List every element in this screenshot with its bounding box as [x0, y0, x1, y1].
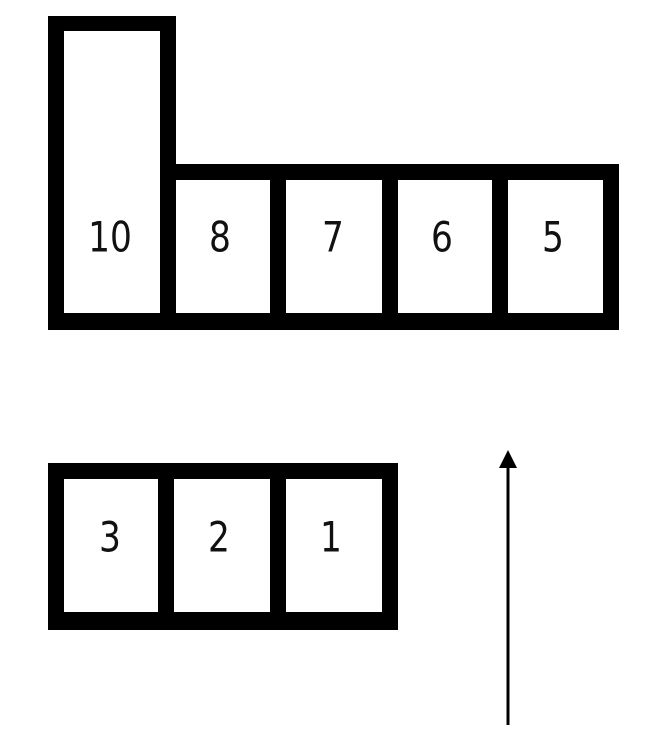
slot-label-6: 6 [431, 213, 453, 262]
slot-label-5: 5 [542, 213, 564, 262]
slot-label-3: 3 [99, 513, 121, 562]
slot-label-2: 2 [208, 513, 230, 562]
slot-label-7: 7 [322, 213, 344, 262]
lower-row-left-wall [48, 463, 64, 630]
tall-slot-left-wall [48, 16, 64, 330]
lower-slot-group: 3 2 1 [48, 463, 398, 630]
slot-label-10: 10 [88, 213, 132, 262]
tall-slot-top-wall [48, 16, 176, 31]
divider-3-2 [158, 463, 174, 630]
upper-row-right-wall [603, 164, 619, 330]
divider-2-1 [270, 463, 286, 630]
lower-row-top-wall [48, 463, 398, 479]
divider-7-6 [382, 164, 398, 330]
upper-row-bottom-wall [48, 313, 619, 330]
lower-row-right-wall [382, 463, 398, 630]
divider-6-5 [492, 164, 508, 330]
slot-label-8: 8 [209, 213, 231, 262]
lower-row-bottom-wall [48, 612, 398, 630]
upper-slot-group: 10 8 7 6 5 [48, 16, 619, 330]
slot-label-1: 1 [320, 513, 342, 562]
arrow-head [499, 450, 517, 468]
divider-8-7 [270, 164, 286, 330]
up-arrow-icon [499, 450, 517, 725]
